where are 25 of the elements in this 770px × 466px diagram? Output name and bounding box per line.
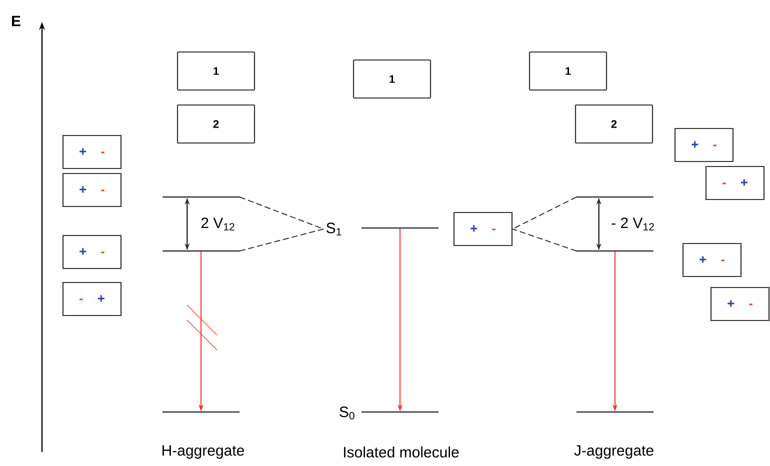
state-label: S$_{0}$	[340, 406, 354, 420]
axis-label: E	[12, 16, 20, 26]
column-label: J-aggregate	[574, 445, 654, 459]
dipole-box: + -	[62, 134, 122, 170]
dipole-box: + -	[710, 286, 770, 322]
dashed-connector	[512, 196, 577, 230]
edge-label: 2 V$_{12}$	[200, 216, 236, 232]
dipole-box: - +	[705, 166, 765, 200]
state-box: 1	[352, 59, 432, 99]
state-label: S$_{1}$	[326, 222, 342, 236]
state-box: 2	[574, 104, 654, 144]
dashed-connector	[239, 228, 324, 252]
dipole-box: + -	[453, 212, 513, 246]
dipole-box: + -	[674, 128, 734, 162]
column-label: H-aggregate	[162, 445, 244, 459]
column-label: Isolated molecule	[344, 446, 459, 458]
state-box: 1	[528, 51, 608, 91]
state-box: 1	[176, 51, 256, 91]
dashed-connector	[512, 228, 577, 252]
dipole-box: + -	[62, 234, 122, 270]
dipole-box: + -	[682, 242, 742, 278]
dipole-box: + -	[62, 172, 122, 208]
state-box: 2	[176, 104, 256, 144]
edge-label: - 2 V$_{12}$	[610, 216, 656, 232]
dipole-box: - +	[62, 282, 122, 316]
